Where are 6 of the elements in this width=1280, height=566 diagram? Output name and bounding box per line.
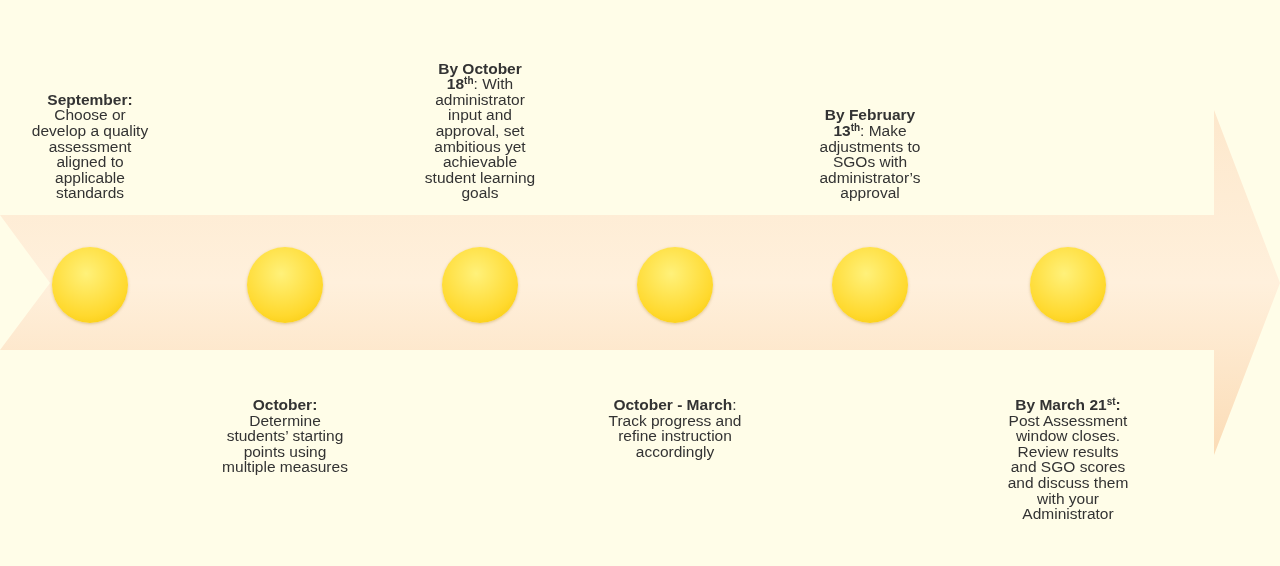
milestone-description: September: Choose or develop a quality assessment aligned to applicable standards bbox=[30, 91, 150, 201]
milestone-description: By October 18$^{th}$: With administrator input and approval, set ambitious yet achievable student learning goals bbox=[423, 60, 537, 201]
milestone-description: October - March: Track progress and refine instruction accordingly bbox=[608, 397, 742, 460]
milestone-description: By February 13$^{th}$: Make adjustments to SGOs with administrator’s approval bbox=[818, 107, 922, 201]
milestone-description: By March 21$^{st}$: Post Assessment window closes. Review results and SGO scores and discuss them with your Administrator bbox=[1006, 397, 1130, 522]
milestone-description: October: Determine students’ starting points using multiple measures bbox=[221, 397, 349, 475]
